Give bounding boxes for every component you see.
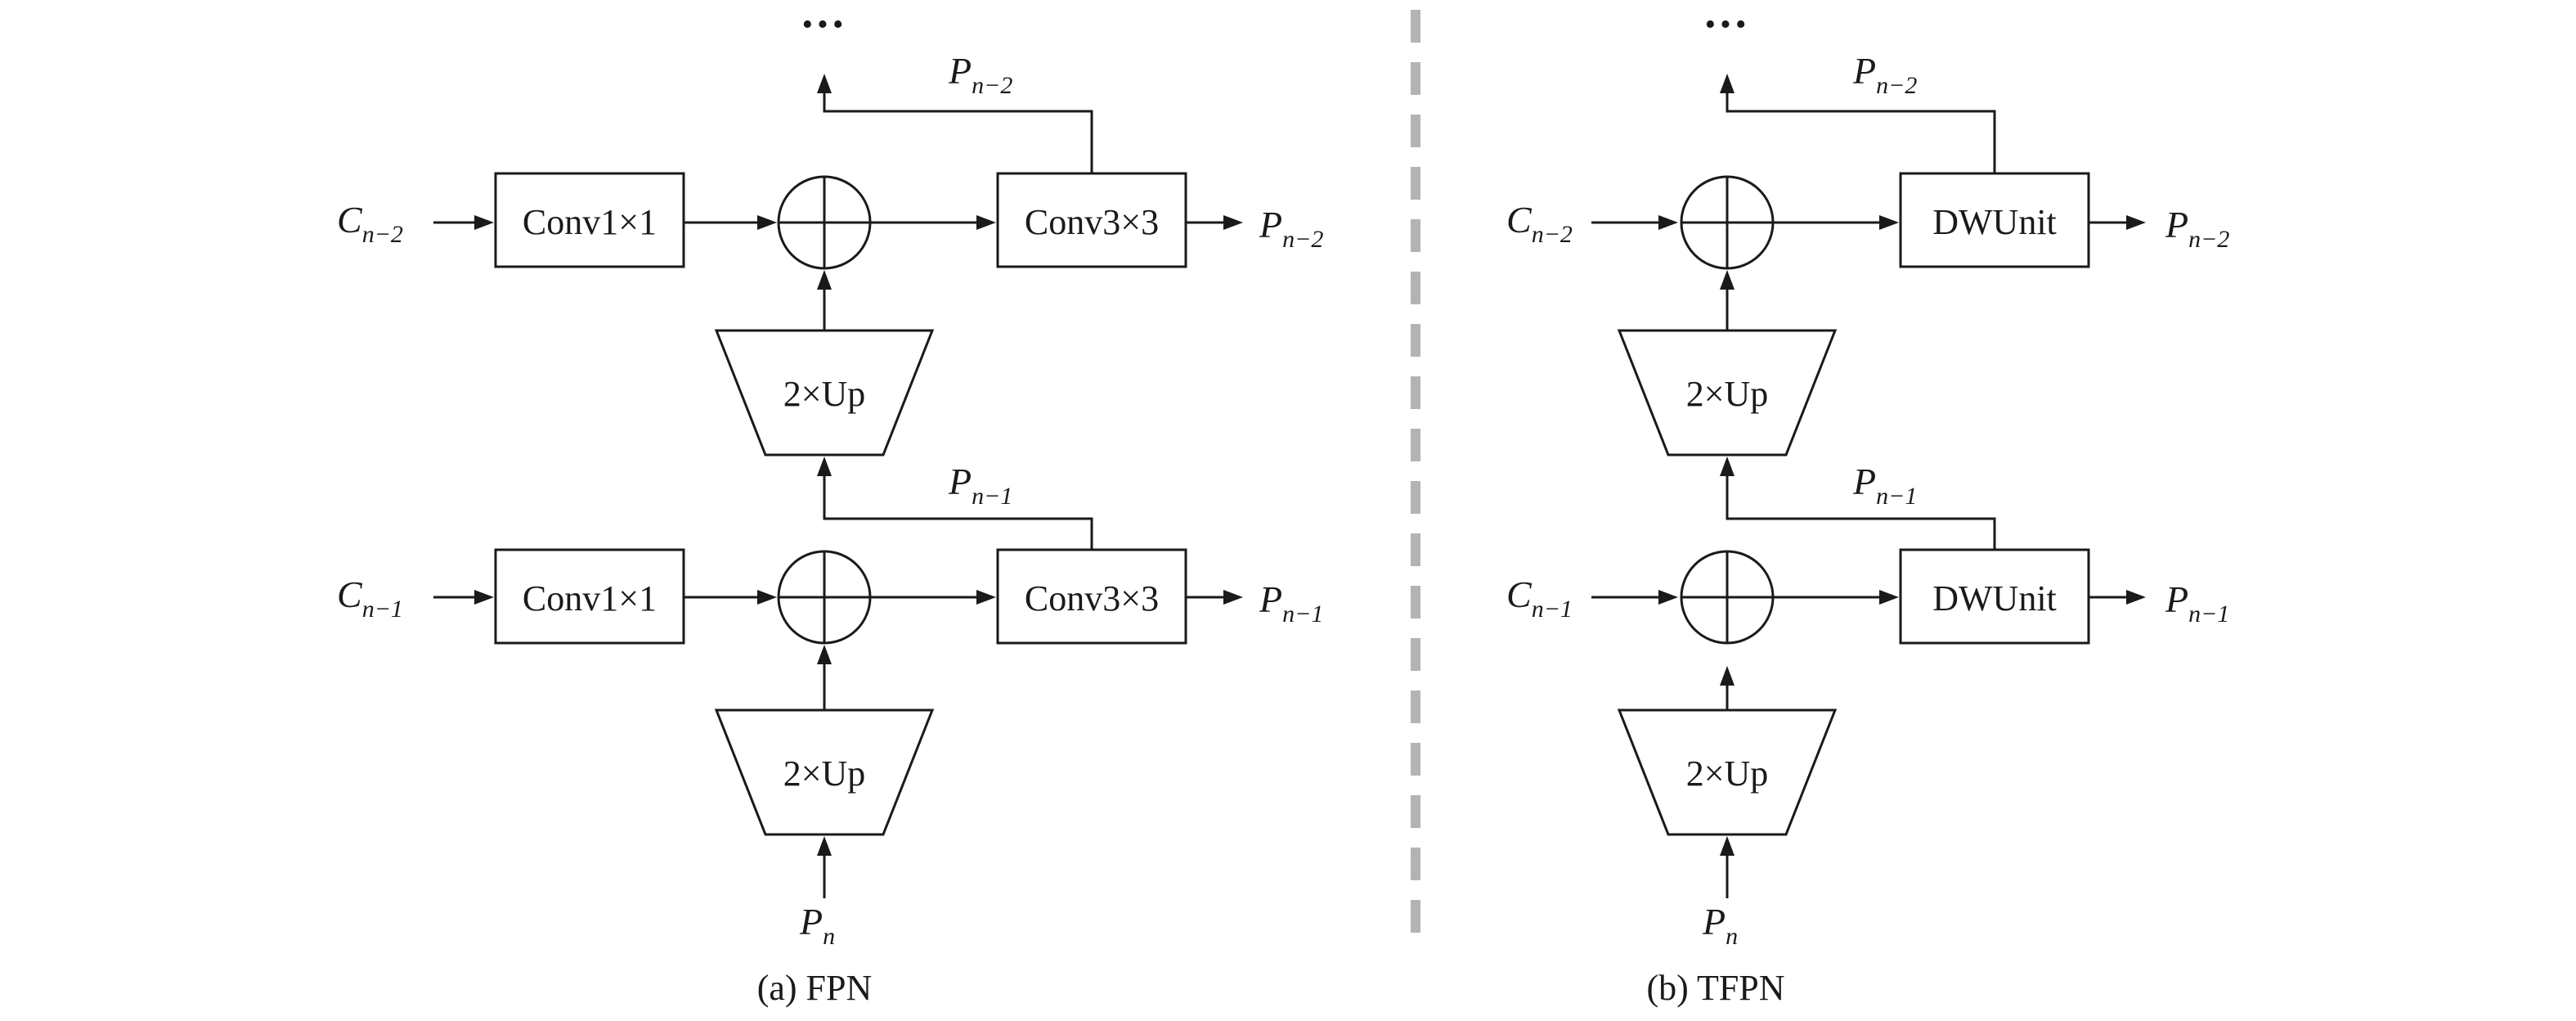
tfpn-arrowhead-sum-to-dw-top	[1879, 215, 1899, 230]
tfpn-arrowhead-p-n2-up	[1720, 74, 1735, 93]
tfpn-arrowhead-out-bottom	[2126, 590, 2146, 605]
tfpn-path-label-p-n2: Pn−2	[1852, 50, 1917, 99]
tfpn-path-p-n2-up	[1726, 92, 1996, 173]
fpn-arrowhead-conv-to-sum-top	[757, 215, 777, 230]
fpn-arrowhead-up-to-sum-top	[817, 270, 832, 290]
fpn-path-p-n1-up	[823, 475, 1093, 550]
tfpn-arrowhead-up-to-sum-bottom	[1720, 666, 1735, 686]
fpn-arrowhead-p-n1-up	[817, 457, 832, 476]
fpn-conv1x1-top-label: Conv1×1	[523, 202, 657, 242]
tfpn-input-c-n1: Cn−1	[1506, 573, 1573, 623]
tfpn-arrowhead-pn-in	[1720, 836, 1735, 856]
fpn-arrowhead-p-n2-up	[817, 74, 832, 93]
tfpn-arrowhead-c-n2	[1658, 215, 1678, 230]
fpn-output-p-n2: Pn−2	[1259, 204, 1323, 253]
fpn-conv3x3-bottom-label: Conv3×3	[1025, 578, 1159, 618]
fpn-upsample-top-label: 2×Up	[783, 374, 866, 414]
tfpn-dwunit-bottom-label: DWUnit	[1932, 578, 2057, 618]
fpn-conv3x3-top	[996, 172, 1187, 268]
fpn-conv1x1-top	[494, 172, 685, 268]
fpn-input-p-n: Pn	[799, 901, 835, 950]
fpn-path-label-p-n1: Pn−1	[948, 461, 1012, 510]
tfpn-input-p-n: Pn	[1702, 901, 1738, 950]
tfpn-arrowhead-up-to-sum-top	[1720, 270, 1735, 290]
tfpn-upsample-top	[1617, 329, 1838, 457]
fpn-conv1x1-bottom-label: Conv1×1	[523, 578, 657, 618]
tfpn-output-p-n2: Pn−2	[2165, 204, 2229, 253]
fpn-arrowhead-sum-to-conv3-top	[976, 215, 996, 230]
fpn-input-c-n1: Cn−1	[337, 573, 403, 623]
fpn-input-c-n2: Cn−2	[337, 199, 403, 248]
fpn-upsample-top	[714, 329, 935, 457]
fpn-arrowhead-c-n1	[474, 590, 494, 605]
tfpn-arrowhead-p-n1-up	[1720, 457, 1735, 476]
tfpn-upsample-top-label: 2×Up	[1686, 374, 1769, 414]
fpn-arrowhead-out-bottom	[1223, 590, 1243, 605]
fpn-conv3x3-bottom	[996, 548, 1187, 645]
tfpn-arrowhead-sum-to-dw-bottom	[1879, 590, 1899, 605]
tfpn-upsample-bottom	[1617, 708, 1838, 836]
tfpn-upsample-bottom-label: 2×Up	[1686, 753, 1769, 794]
tfpn-dwunit-top	[1899, 172, 2090, 268]
fpn-arrowhead-up-to-sum-bottom	[817, 645, 832, 664]
fpn-arrowhead-sum-to-conv3-bottom	[976, 590, 996, 605]
fpn-arrowhead-conv-to-sum-bottom	[757, 590, 777, 605]
tfpn-output-p-n1: Pn−1	[2165, 578, 2229, 627]
fpn-path-label-p-n2: Pn−2	[948, 50, 1012, 99]
fpn-arrowhead-c-n2	[474, 215, 494, 230]
fpn-panel: ··· Cn−2 Conv1×1 Conv3×3 Pn−2 Pn−2 2×Up …	[337, 0, 1323, 1008]
tfpn-arrowhead-out-top	[2126, 215, 2146, 230]
fpn-upsample-bottom	[714, 708, 935, 836]
fpn-arrowhead-pn-in	[817, 836, 832, 856]
fpn-conv3x3-top-label: Conv3×3	[1025, 202, 1159, 242]
fpn-conv1x1-bottom	[494, 548, 685, 645]
tfpn-path-p-n1-up	[1726, 475, 1996, 550]
fpn-output-p-n1: Pn−1	[1259, 578, 1323, 627]
tfpn-arrowhead-c-n1	[1658, 590, 1678, 605]
tfpn-caption: (b) TFPN	[1646, 968, 1784, 1008]
fpn-continuation-dots: ···	[800, 0, 846, 50]
tfpn-path-label-p-n1: Pn−1	[1852, 461, 1917, 510]
fpn-caption: (a) FPN	[757, 968, 873, 1008]
fpn-arrowhead-out-top	[1223, 215, 1243, 230]
tfpn-continuation-dots: ···	[1703, 0, 1748, 50]
tfpn-input-c-n2: Cn−2	[1506, 199, 1573, 248]
fpn-path-p-n2-up	[823, 92, 1093, 173]
tfpn-panel: ··· Cn−2 DWUnit Pn−2 Pn−2 2×Up Pn−1 Cn−1	[1506, 0, 2229, 1008]
tfpn-dwunit-bottom	[1899, 548, 2090, 645]
fpn-upsample-bottom-label: 2×Up	[783, 753, 866, 794]
tfpn-dwunit-top-label: DWUnit	[1932, 202, 2057, 242]
